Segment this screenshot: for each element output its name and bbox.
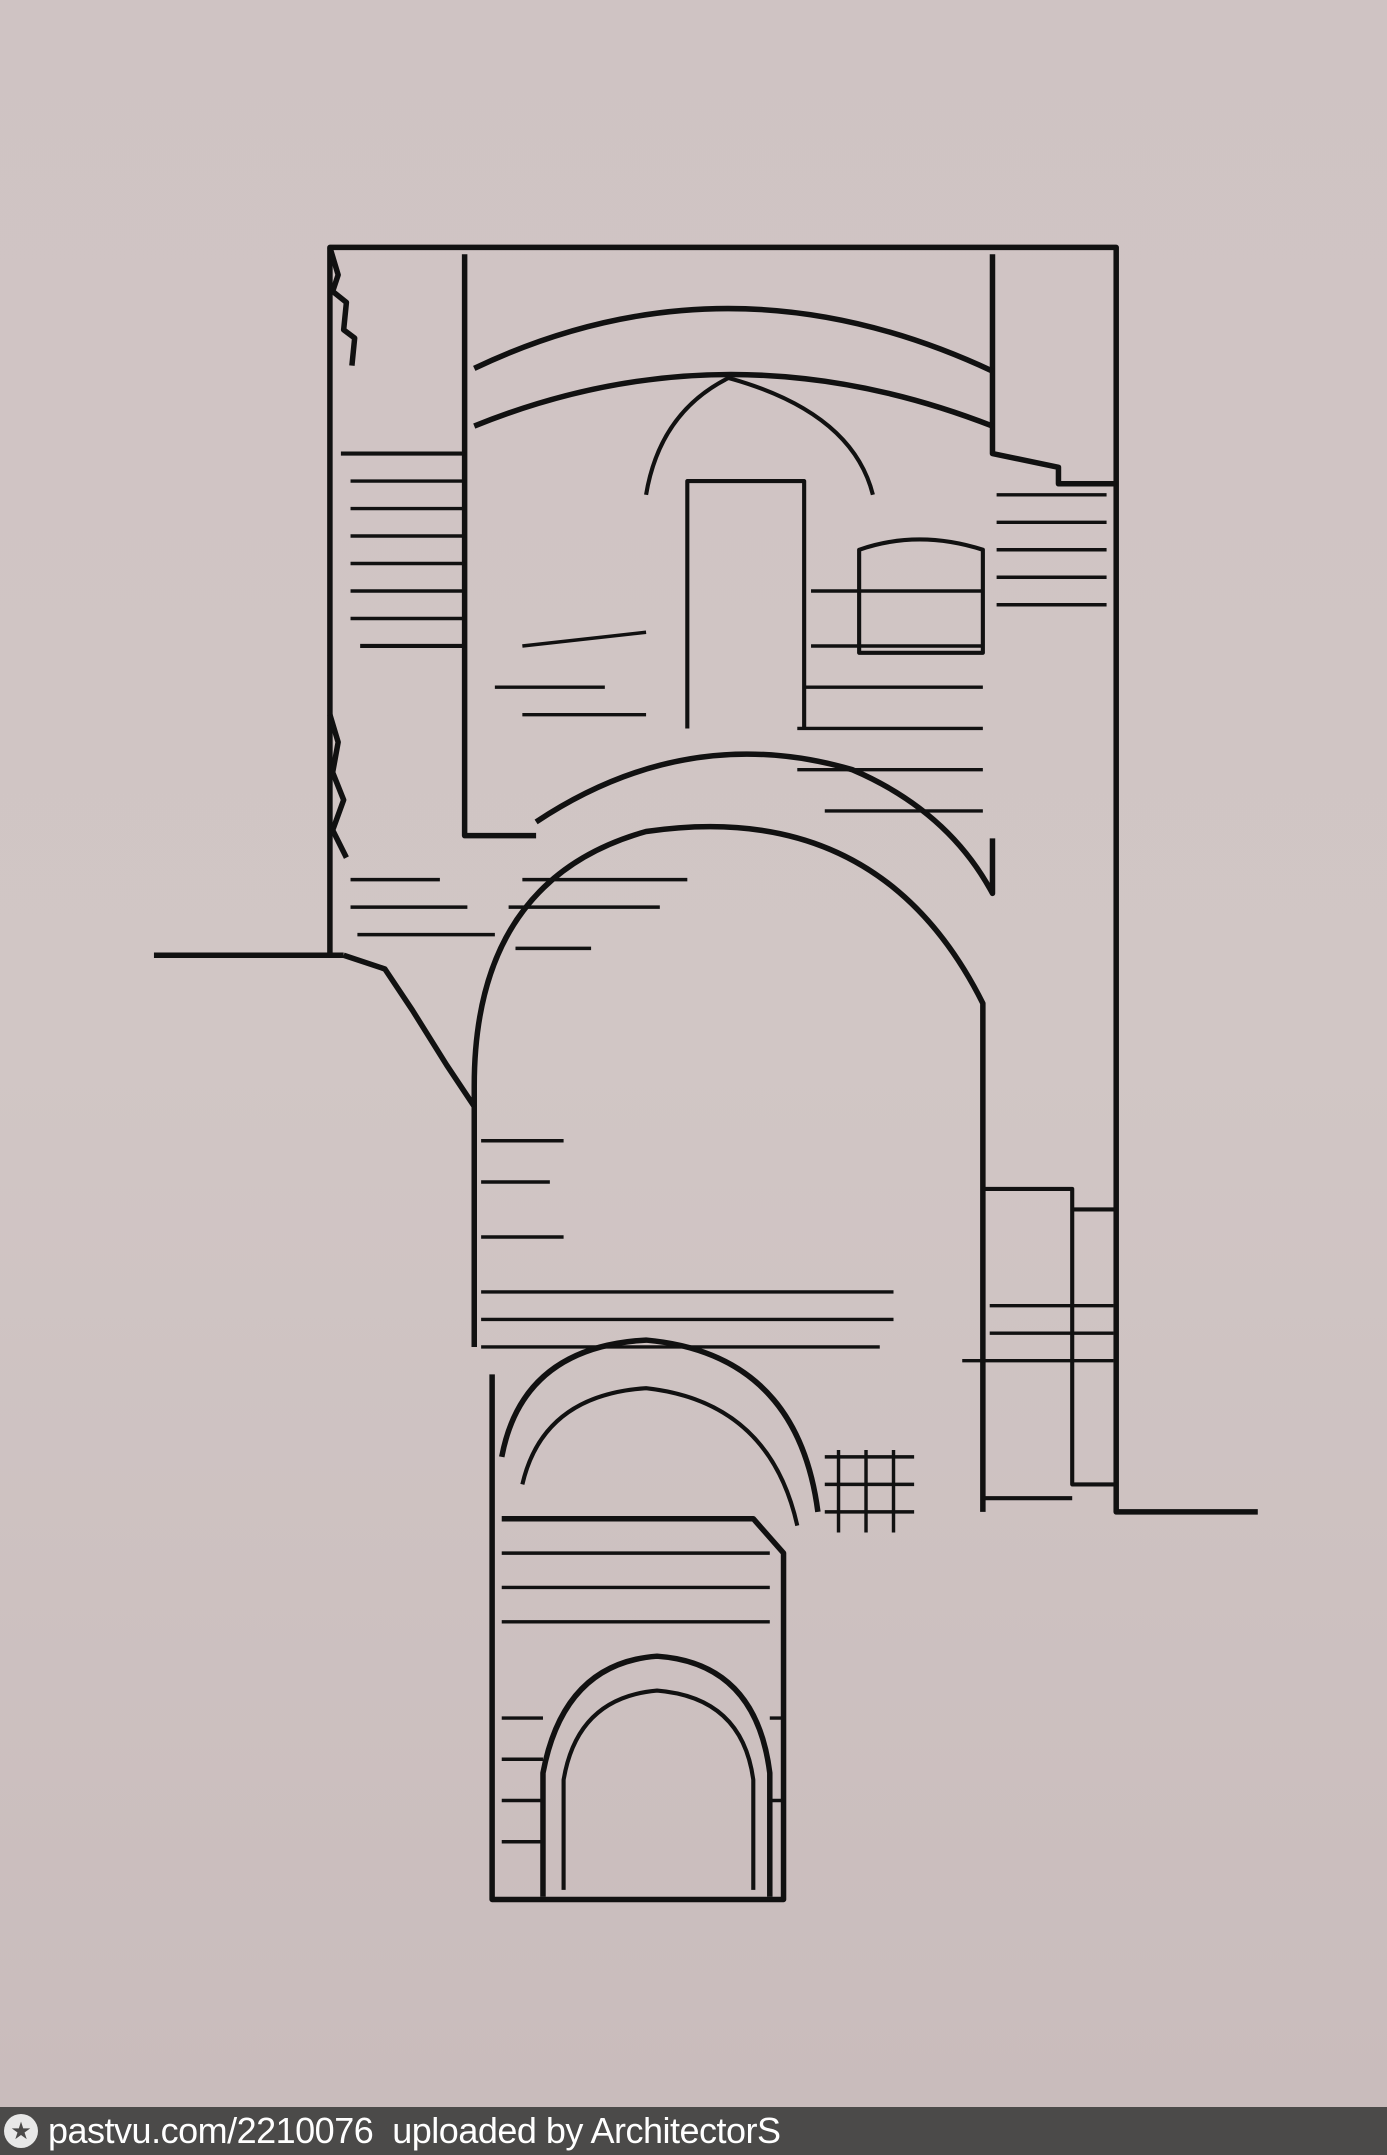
left-step bbox=[340, 451, 465, 649]
upper-chamber bbox=[461, 254, 1117, 839]
outer-wall bbox=[153, 244, 1258, 1515]
main-arch bbox=[471, 823, 986, 1512]
lower-shaft bbox=[489, 1374, 787, 1903]
source-link[interactable]: pastvu.com/2210076 bbox=[48, 2110, 374, 2151]
uploader-text: uploaded by ArchitectorS bbox=[392, 2110, 781, 2151]
niche bbox=[857, 537, 985, 655]
lower-arch-inner bbox=[520, 1386, 800, 1527]
doorway bbox=[685, 478, 807, 729]
left-rubble bbox=[342, 952, 477, 1108]
upper-vault-outer bbox=[473, 305, 994, 374]
upper-vault-inner bbox=[473, 371, 994, 429]
bottom-arch bbox=[540, 1653, 773, 1897]
photo-of-drawing bbox=[0, 0, 1387, 2107]
footer-caption: pastvu.com/2210076 uploaded by Architect… bbox=[48, 2110, 781, 2152]
floor-arch bbox=[534, 751, 996, 897]
bottom-arch-inner bbox=[561, 1688, 756, 1890]
brick-hatching bbox=[350, 479, 1114, 1844]
watermark-footer: ★ pastvu.com/2210076 uploaded by Archite… bbox=[0, 2107, 1387, 2155]
architectural-section-drawing bbox=[153, 244, 1258, 1903]
left-ruined-edge bbox=[327, 246, 358, 859]
gothic-arch bbox=[644, 375, 875, 496]
lower-arch-ring bbox=[499, 1337, 821, 1513]
right-annex bbox=[982, 1186, 1117, 1501]
star-icon: ★ bbox=[4, 2114, 38, 2148]
